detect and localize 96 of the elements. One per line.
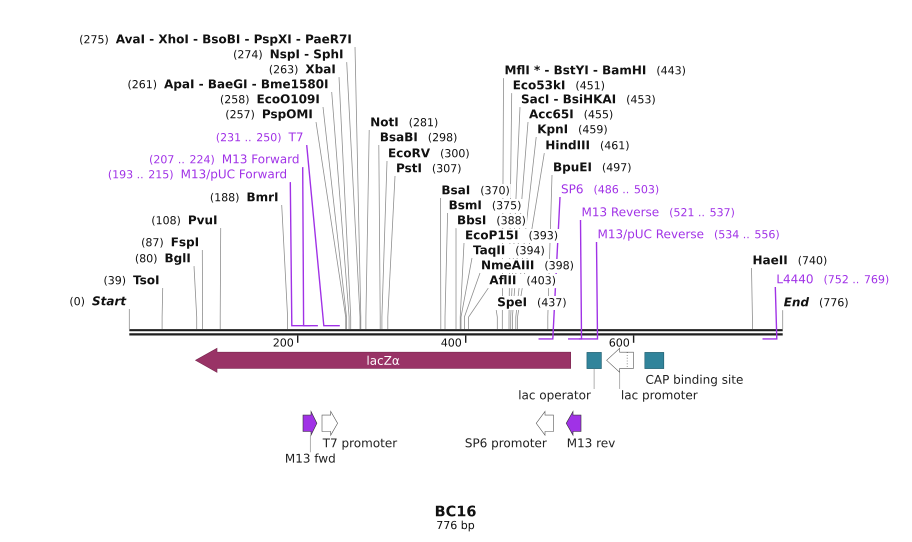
- primer-label: (193 .. 215) M13/pUC Forward: [108, 169, 286, 181]
- site-label: (0) Start: [70, 296, 126, 307]
- leader-line: [619, 372, 620, 390]
- feature-label: lac promoter: [622, 390, 698, 402]
- primer-label: M13 Reverse (521 .. 537): [582, 207, 734, 218]
- leader-line: [162, 288, 164, 330]
- leader-line: [382, 160, 388, 330]
- promoter-block: [606, 348, 634, 373]
- leader-line: [460, 258, 472, 330]
- leader-line: [322, 106, 347, 330]
- leader-line: [762, 286, 778, 340]
- feature-label: SP6 promoter: [466, 438, 547, 450]
- site-label: (258) EcoO109I: [220, 94, 319, 105]
- site-label: Eco53kI (451): [514, 80, 604, 91]
- leader-line: [751, 268, 753, 330]
- leader-line: [464, 272, 480, 330]
- leader-line: [366, 130, 370, 330]
- site-label: NotI (281): [371, 117, 438, 128]
- site-label: TaqII (394): [473, 245, 544, 257]
- subtitle: 776 bp: [437, 520, 474, 532]
- site-label: SacI - BsiHKAI (453): [522, 94, 655, 105]
- leader-line: [316, 122, 346, 330]
- tick-label: 600: [610, 338, 630, 347]
- site-label: (188) BmrI: [210, 192, 278, 203]
- feature-label: CAP binding site: [646, 374, 743, 386]
- site-label: BbsI (388): [458, 215, 525, 226]
- site-label: AflII (403): [489, 275, 556, 286]
- leader-line: [782, 310, 784, 330]
- site-label: EcoRV (300): [389, 148, 469, 159]
- leader-line: [460, 242, 464, 330]
- leader-line: [502, 78, 504, 330]
- leader-line: [387, 176, 396, 330]
- leader-line: [444, 212, 448, 330]
- site-label: (257) PspOMI: [226, 109, 312, 121]
- feature-label: M13 rev: [568, 438, 615, 448]
- leader-line: [547, 174, 552, 330]
- site-label: KpnI (459): [538, 124, 607, 136]
- primer-label: (207 .. 224) M13 Forward: [150, 154, 298, 165]
- feature-label: T7 promoter: [322, 438, 398, 450]
- leader-line: [510, 106, 520, 330]
- leader-line: [306, 144, 340, 326]
- primer-label: (231 .. 250) T7: [216, 132, 302, 143]
- leader-line: [202, 250, 203, 330]
- site-label: NmeAIII (398): [482, 260, 573, 271]
- leader-line: [508, 92, 512, 330]
- leader-line: [578, 242, 598, 340]
- leader-line: [468, 288, 489, 330]
- double-line-backbone: [129, 329, 783, 336]
- title: BC16: [436, 506, 476, 516]
- primer-label: M13/pUC Reverse (534 .. 556): [598, 229, 779, 241]
- site-label: (263) XbaI: [270, 64, 335, 75]
- leader-line: [331, 92, 350, 330]
- tick-label: 200: [274, 338, 294, 347]
- site-label: BpuEI (497): [554, 162, 631, 174]
- feature-label: lac operator: [519, 390, 591, 402]
- primer-label: SP6 (486 .. 503): [562, 184, 658, 195]
- site-label: (108) PvuI: [152, 215, 216, 226]
- site-label: BsaBI (298): [380, 132, 456, 143]
- site-label: End (776): [784, 297, 848, 308]
- leader-line: [568, 220, 582, 340]
- site-label: (39) TsoI: [104, 275, 158, 286]
- site-label: BsmI (375): [450, 200, 520, 211]
- site-label: SpeI (437): [498, 297, 566, 309]
- feature-label: M13 fwd: [286, 453, 335, 463]
- primer-label: L4440 (752 .. 769): [777, 274, 888, 285]
- tick-label: 400: [441, 338, 462, 347]
- site-label: HindIII (461): [546, 140, 629, 151]
- leader-line: [290, 182, 310, 326]
- leader-line: [440, 198, 442, 330]
- site-label: Acc65I (455): [529, 109, 612, 120]
- site-label: (274) NspI - SphI: [234, 49, 342, 61]
- leader-line: [515, 136, 537, 330]
- site-label: (87) FspI: [142, 237, 198, 249]
- leader-line: [538, 196, 561, 340]
- site-label: MflI * - BstYI - BamHI (443): [506, 65, 685, 76]
- leader-line: [338, 76, 352, 330]
- site-label: BsaI (370): [442, 185, 509, 196]
- leader-line: [354, 46, 362, 330]
- site-label: PstI (307): [397, 163, 461, 174]
- leader-line: [496, 310, 498, 330]
- leader-line: [281, 204, 288, 330]
- site-label: (261) ApaI - BaeGI - Bme1580I: [128, 79, 328, 91]
- leader-line: [378, 144, 381, 330]
- site-label: (80) BglI: [136, 253, 190, 265]
- leader-line: [220, 228, 222, 330]
- leader-line: [310, 435, 311, 453]
- leader-line: [512, 122, 528, 330]
- site-label: HaeII (740): [754, 255, 826, 266]
- leader-line: [128, 308, 130, 330]
- leader-line: [194, 266, 198, 330]
- leader-line: [517, 152, 545, 330]
- site-label: EcoP15I (393): [466, 230, 558, 241]
- leader-line: [302, 167, 318, 326]
- feature-box: [586, 352, 602, 369]
- leader-line: [346, 62, 360, 330]
- site-label: (275) AvaI - XhoI - BsoBI - PspXI - PaeR7I: [80, 34, 351, 46]
